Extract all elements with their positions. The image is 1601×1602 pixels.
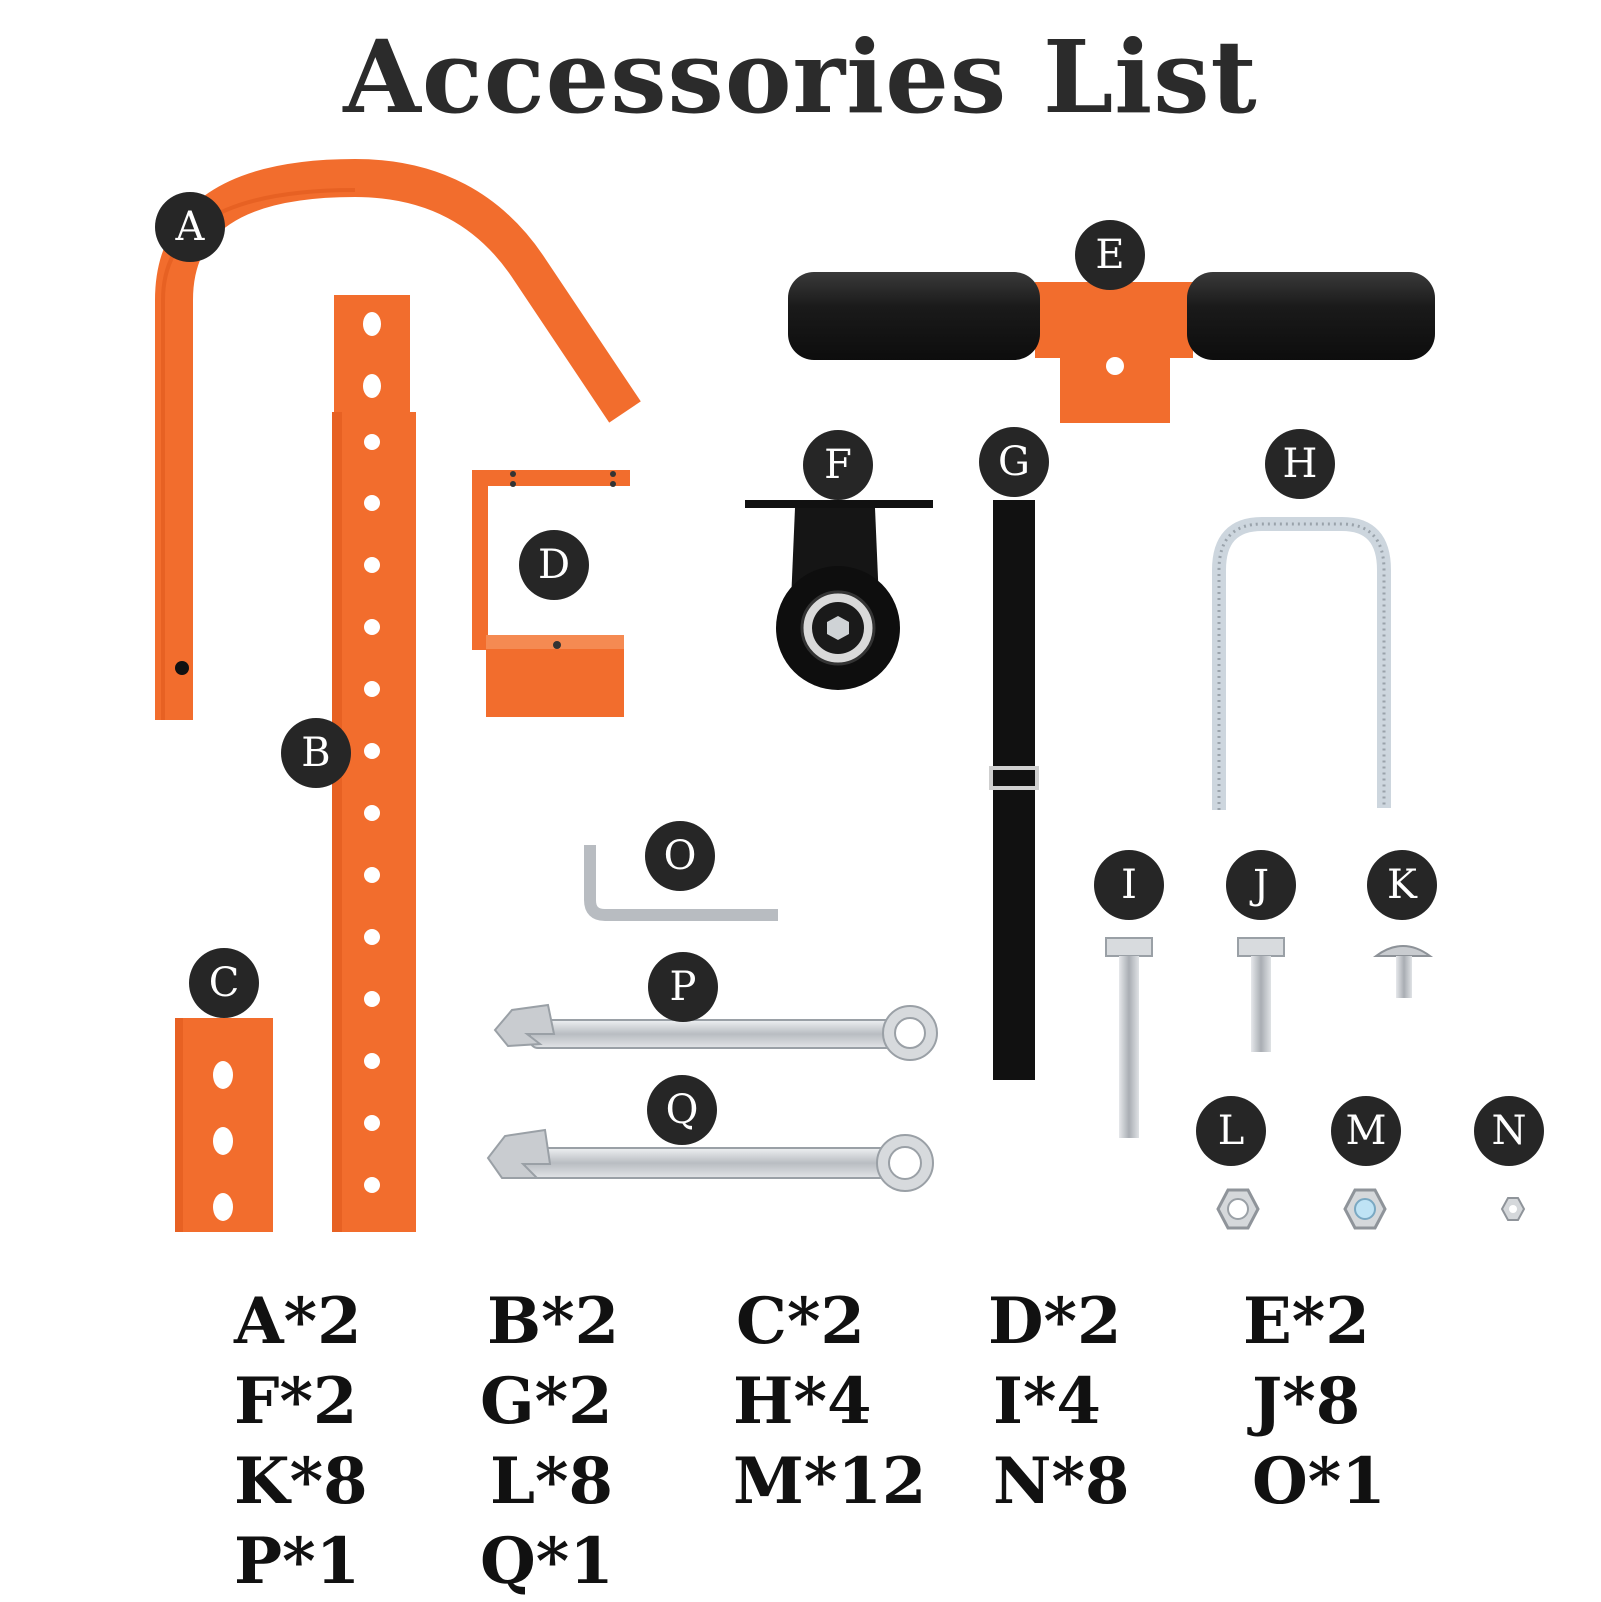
part-c-short-plate	[175, 1018, 273, 1232]
part-g-strap	[989, 500, 1039, 1080]
part-f-caster-wheel	[745, 500, 933, 690]
quantity-row: P*1 Q*1	[0, 1522, 1601, 1602]
badge-i: I	[1094, 850, 1164, 920]
badge-l: L	[1196, 1096, 1266, 1166]
badge-q: Q	[647, 1075, 717, 1145]
part-k-screw	[1372, 945, 1434, 998]
part-e-foam-roller	[788, 272, 1435, 423]
badge-n: N	[1474, 1096, 1544, 1166]
quantity-item: L*8	[490, 1444, 613, 1519]
badge-p: P	[648, 952, 718, 1022]
part-o-hex-key	[584, 845, 778, 921]
part-i-long-bolt	[1105, 937, 1153, 1138]
part-p-wrench	[493, 1003, 938, 1061]
quantity-item: G*2	[480, 1364, 613, 1439]
badge-c: C	[189, 948, 259, 1018]
badge-d: D	[519, 530, 589, 600]
quantity-item: P*1	[234, 1524, 361, 1599]
part-h-u-bolt	[1212, 517, 1391, 810]
part-l-nut	[1216, 1188, 1260, 1230]
quantity-item: O*1	[1252, 1444, 1386, 1519]
badge-m: M	[1331, 1096, 1401, 1166]
badge-j: J	[1226, 850, 1296, 920]
part-d-u-bracket	[472, 470, 630, 717]
quantity-item: F*2	[234, 1364, 358, 1439]
quantity-item: N*8	[993, 1444, 1130, 1519]
quantity-item: E*2	[1243, 1284, 1370, 1359]
badge-h: H	[1265, 429, 1335, 499]
quantity-item: K*8	[234, 1444, 368, 1519]
part-m-lock-nut	[1343, 1188, 1387, 1230]
quantity-item: H*4	[733, 1364, 872, 1439]
quantity-item: A*2	[234, 1284, 362, 1359]
badge-k: K	[1367, 850, 1437, 920]
badge-b: B	[281, 718, 351, 788]
quantity-row: F*2 G*2 H*4 I*4 J*8	[0, 1362, 1601, 1442]
quantity-item: I*4	[993, 1364, 1101, 1439]
page-title: Accessories List	[343, 18, 1258, 136]
badge-a: A	[155, 192, 225, 262]
part-q-wrench	[486, 1128, 934, 1192]
quantity-item: D*2	[988, 1284, 1122, 1359]
quantity-item: M*12	[733, 1444, 927, 1519]
quantity-item: Q*1	[480, 1524, 614, 1599]
part-b-upright-tube	[332, 295, 416, 1232]
part-j-medium-bolt	[1237, 937, 1285, 1052]
badge-f: F	[803, 430, 873, 500]
badge-g: G	[979, 427, 1049, 497]
badge-e: E	[1075, 220, 1145, 290]
quantity-item: J*8	[1252, 1364, 1361, 1439]
quantity-item: C*2	[736, 1284, 865, 1359]
quantity-row: K*8 L*8 M*12 N*8 O*1	[0, 1442, 1601, 1522]
quantity-row: A*2 B*2 C*2 D*2 E*2	[0, 1282, 1601, 1362]
quantity-item: B*2	[487, 1284, 620, 1359]
part-n-small-nut	[1500, 1197, 1526, 1221]
badge-o: O	[645, 821, 715, 891]
